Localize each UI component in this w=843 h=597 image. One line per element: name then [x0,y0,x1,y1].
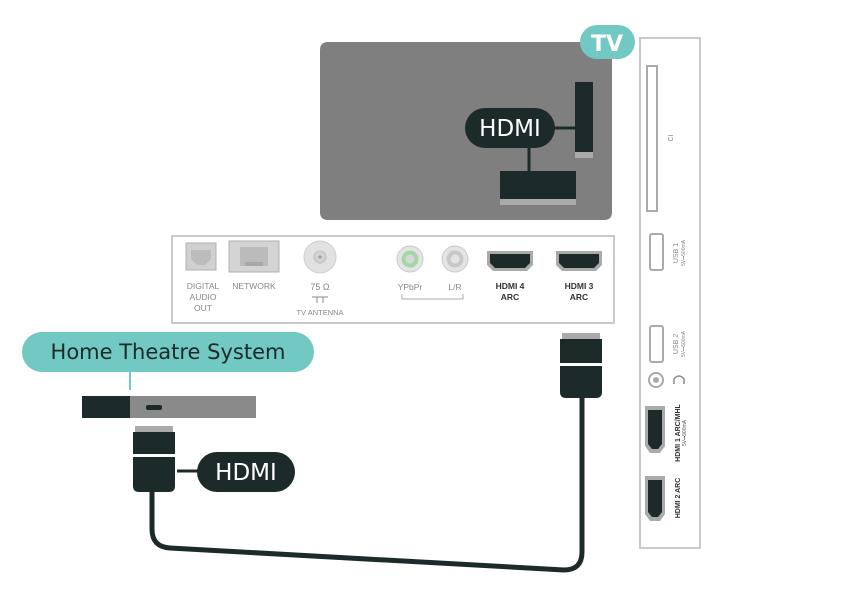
hdmi-tv-label: HDMI [479,116,541,142]
tv-hdmi-socket-vertical [575,82,593,157]
hdmi3-arc-label: ARC [570,292,588,302]
hdmi2-side-port-inner [648,480,662,517]
usb2-label: USB 2 [673,334,680,354]
tv-badge [580,25,635,59]
antenna-symbol-icon [312,296,328,303]
home-theatre-label-pill [22,332,314,372]
headphone-jack-core [653,377,659,383]
usb2-port [649,325,664,363]
tv-hdmi-socket-horizontal-tip [500,199,576,205]
hdmi1-rating: 5V⎓900mA [682,419,688,446]
hdmi3-port [556,251,602,271]
ci-label: CI [668,134,675,141]
digital-audio-out-port [185,242,217,271]
network-label: NETWORK [232,281,276,291]
headphone-icon [673,375,685,384]
digital-audio-label-3: OUT [194,303,212,313]
digital-audio-label-1: DIGITAL [187,281,220,291]
ci-slot [646,65,658,212]
component-bracket [401,294,464,300]
hdmi-plug-hts [133,426,175,492]
hdmi4-label: HDMI 4 [496,281,525,291]
side-panel [639,37,701,549]
hdmi-cable-label-pill [197,452,295,492]
network-port [228,240,280,273]
hdmi-tv-label-pill [465,108,555,148]
usb1-label: USB 1 [673,243,680,263]
hdmi-cable-label: HDMI [215,460,277,486]
tv-badge-label: TV [591,32,623,57]
ypbpr-port [396,245,424,273]
hdmi4-port [487,251,533,271]
hdmi-cable [149,395,585,573]
usb1-rating: 5V⎓500mA [681,239,687,266]
tv-hdmi-socket-horizontal [500,171,576,200]
hdmi1-side-port-inner [648,410,662,449]
home-theatre-device [82,396,256,418]
hdmi-plug-tv [560,333,602,398]
usb2-rating: 5V⎓500mA [681,330,687,357]
ypbpr-label: YPbPr [398,282,423,292]
antenna-value: 75 Ω [310,282,330,292]
hdmi4-arc-label: ARC [501,292,519,302]
antenna-port [303,240,337,274]
lr-audio-port [441,245,469,273]
lr-label: L/R [448,282,461,292]
hdmi2-label: HDMI 2 ARC [675,478,682,519]
hdmi1-label: HDMI 1 ARC/MHL [675,403,682,461]
tv-hdmi-socket-vertical-tip [575,152,593,158]
home-theatre-label: Home Theatre System [51,340,286,364]
antenna-label: TV ANTENNA [296,308,343,317]
usb1-port [649,233,664,271]
hdmi3-label: HDMI 3 [565,281,594,291]
digital-audio-label-2: AUDIO [190,292,217,302]
